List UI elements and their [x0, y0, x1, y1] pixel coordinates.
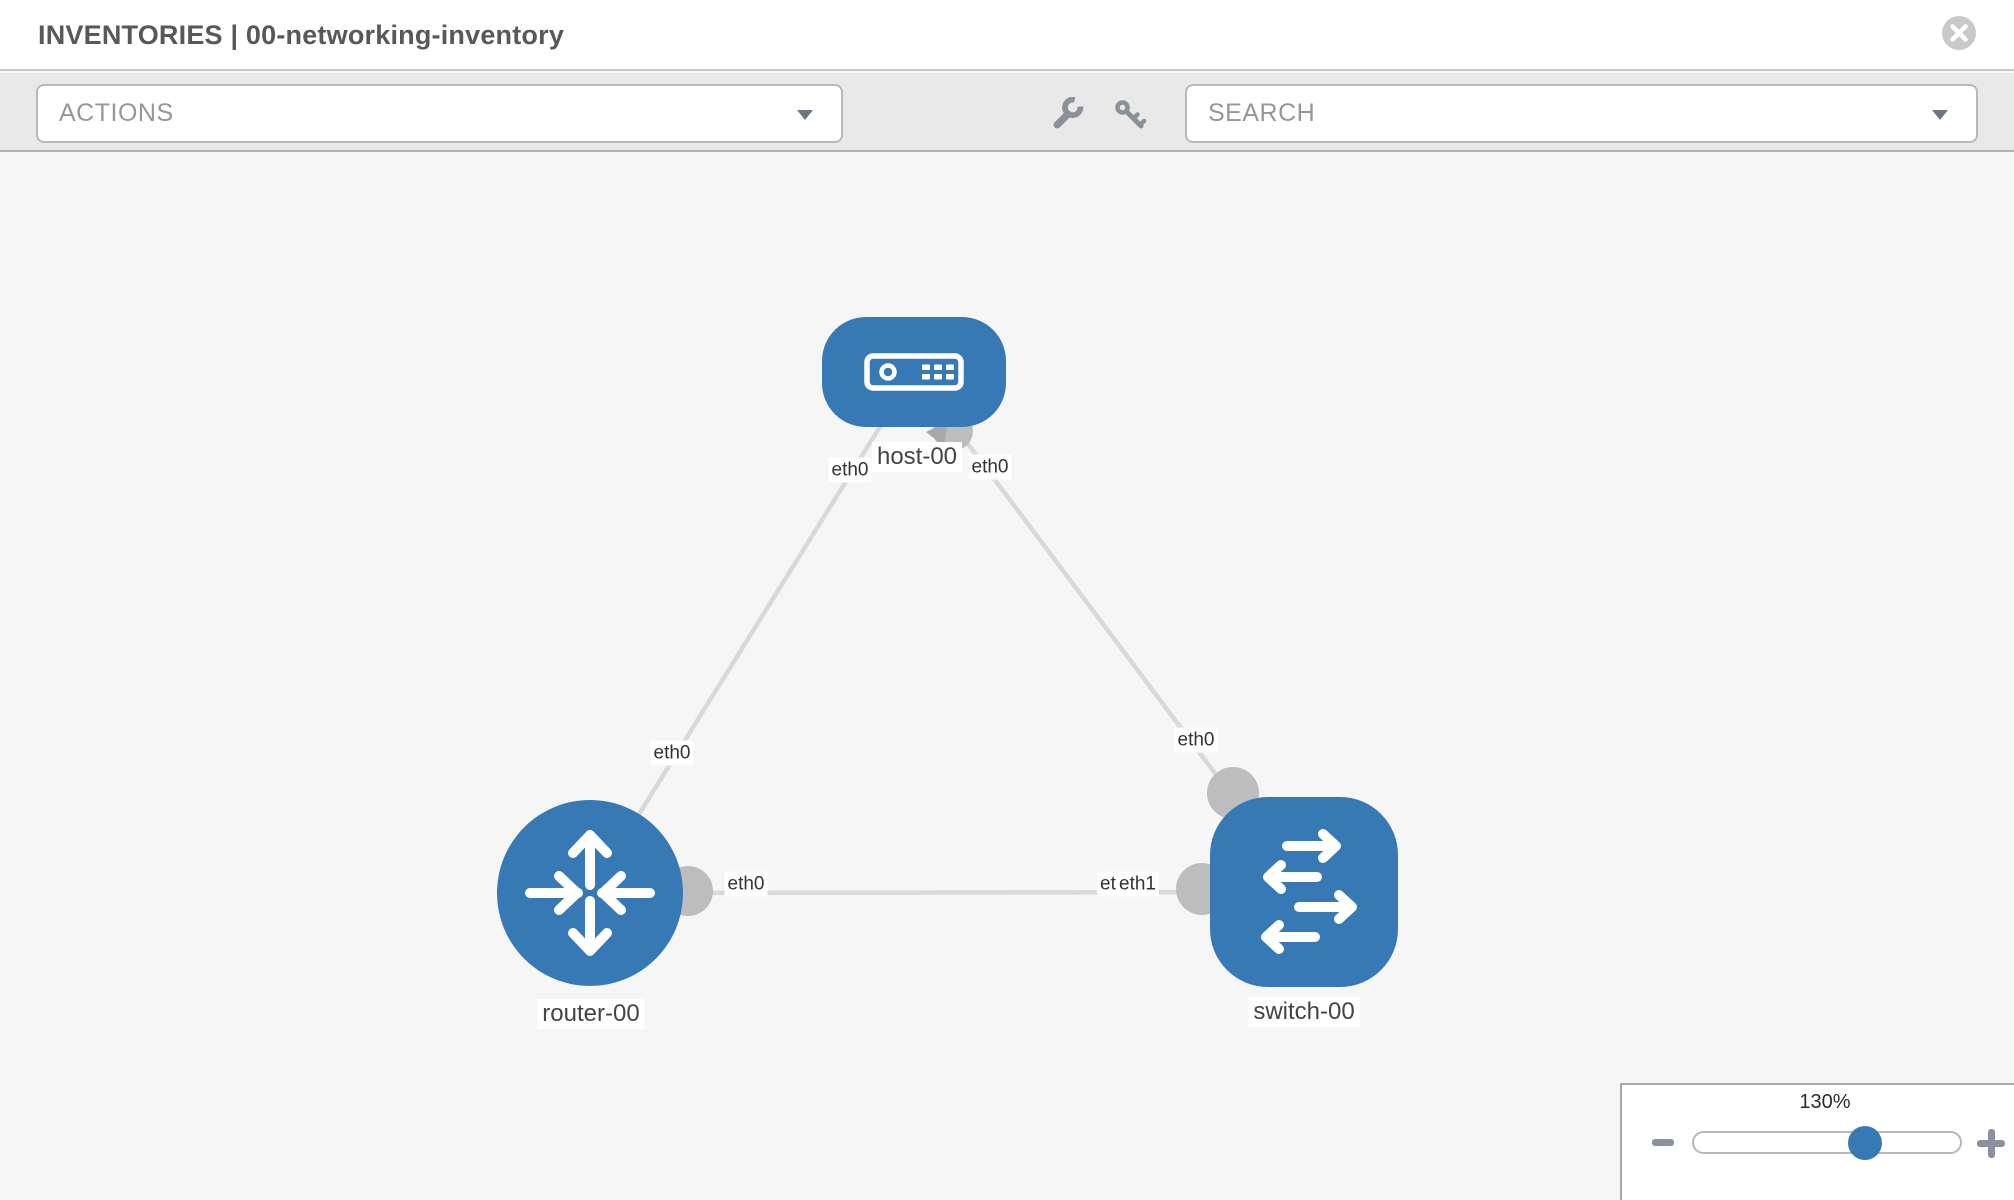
search-dropdown[interactable]: SEARCH [1185, 84, 1978, 143]
search-placeholder: SEARCH [1208, 99, 1316, 127]
header: INVENTORIES | 00-networking-inventory [0, 0, 2014, 71]
actions-dropdown[interactable]: ACTIONS [36, 84, 843, 143]
zoom-control-panel: 130% [1620, 1083, 2014, 1200]
zoom-out-button[interactable] [1652, 1139, 1674, 1146]
wrench-icon [1053, 96, 1084, 129]
zoom-level-label: 130% [1799, 1091, 1851, 1113]
zoom-in-button[interactable] [1975, 1128, 2007, 1158]
zoom-slider-thumb[interactable] [1847, 1126, 1882, 1160]
page-title: INVENTORIES | 00-networking-inventory [38, 20, 565, 50]
close-icon [1942, 16, 1976, 50]
node-router-00[interactable] [497, 800, 683, 986]
link-arrowhead-icon [926, 421, 948, 446]
server-icon [864, 353, 964, 391]
router-icon [525, 830, 655, 956]
toolbar: ACTIONS SEARCH [0, 73, 2014, 152]
plus-icon [1987, 1129, 1995, 1158]
actions-dropdown-label: ACTIONS [59, 99, 174, 127]
close-button[interactable] [1942, 16, 1976, 50]
credentials-button[interactable] [1114, 99, 1148, 136]
chevron-down-icon [1932, 110, 1948, 120]
node-host-00[interactable] [822, 317, 1006, 427]
node-switch-00[interactable] [1210, 797, 1398, 987]
chevron-down-icon [797, 110, 813, 120]
key-icon [1115, 100, 1147, 129]
configure-tools-button[interactable] [1051, 96, 1084, 135]
switch-icon [1261, 829, 1357, 954]
zoom-slider-track[interactable] [1692, 1131, 1962, 1154]
